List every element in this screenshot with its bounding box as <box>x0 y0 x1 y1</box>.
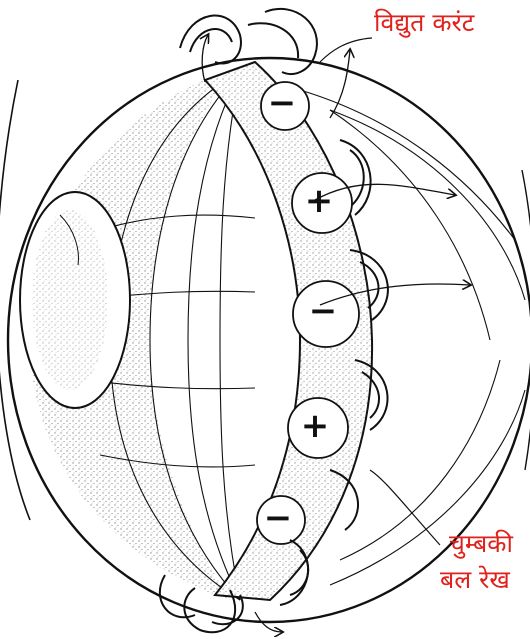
charge-sign: + <box>301 406 330 446</box>
charge-sign: + <box>305 181 334 221</box>
magnetic-field-label-line-1: चुम्बकी <box>449 531 513 556</box>
charge-sign: − <box>309 291 338 331</box>
charge-sign: − <box>264 498 293 538</box>
magnetic-field-label-line-2: बल रेख <box>440 567 510 592</box>
charge-sign: − <box>268 83 297 123</box>
leader-line-current <box>320 38 372 62</box>
cornea <box>20 192 130 408</box>
electric-current-label: विद्युत करंट <box>374 10 474 35</box>
